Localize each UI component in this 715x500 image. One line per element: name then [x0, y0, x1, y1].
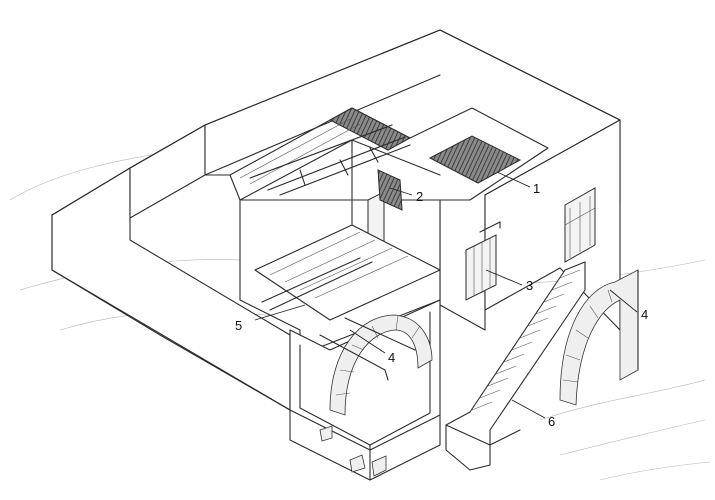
hanging-element — [377, 169, 403, 211]
callout-4-interior: 4 — [388, 350, 395, 365]
intermediate-floor — [254, 224, 441, 321]
leader-lines — [254, 171, 638, 419]
callout-2: 2 — [416, 189, 423, 204]
callouts: 1 2 3 4 5 4 6 — [235, 181, 648, 429]
callout-5: 5 — [235, 318, 242, 333]
ceiling-beams — [249, 124, 411, 196]
right-wall — [484, 119, 621, 331]
callout-3: 3 — [526, 278, 533, 293]
exterior-staircase — [445, 261, 586, 471]
callout-1: 1 — [533, 181, 540, 196]
terrain-mass — [51, 124, 291, 411]
exterior-arch — [559, 269, 639, 406]
lower-room — [289, 299, 441, 481]
window-grille — [465, 221, 501, 301]
base-stones — [319, 425, 387, 477]
callout-4-exterior: 4 — [641, 307, 648, 322]
callout-6: 6 — [548, 414, 555, 429]
roof-cut — [239, 107, 522, 185]
lower-beams — [319, 317, 416, 381]
